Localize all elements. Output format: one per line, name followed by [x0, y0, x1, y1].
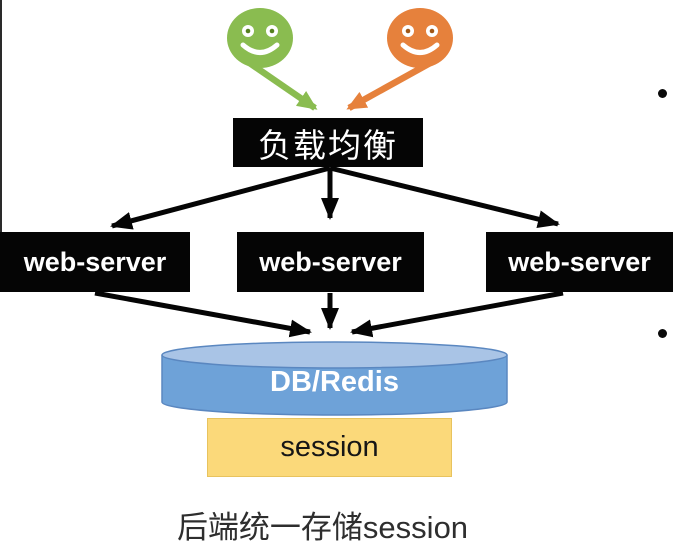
load-balancer-box: 负载均衡 — [233, 118, 423, 167]
left-edge-line — [0, 0, 2, 234]
lb-to-webserver-arrows — [110, 165, 560, 230]
diagram-caption: 后端统一存储session — [176, 509, 469, 545]
web-server-box-1: web-server — [0, 232, 190, 292]
web-server-label: web-server — [23, 246, 167, 277]
green-client-arrow — [246, 59, 318, 111]
orange-client-arrow — [346, 59, 434, 111]
database-cylinder-icon — [161, 341, 508, 416]
bullet-icon — [658, 89, 667, 98]
datastore-label: DB/Redis — [270, 365, 399, 398]
smiley-face-icon — [227, 8, 293, 68]
web-server-label: web-server — [508, 246, 651, 277]
web-server-label: web-server — [259, 246, 402, 277]
smiley-face-icon — [387, 8, 453, 68]
session-store-label: session — [280, 431, 379, 463]
session-store-box: session — [207, 418, 452, 477]
bullet-icon — [658, 329, 667, 338]
webserver-to-db-arrows — [94, 290, 564, 338]
web-server-box-2: web-server — [237, 232, 424, 292]
load-balancer-label: 负载均衡 — [258, 126, 398, 164]
web-server-box-3: web-server — [486, 232, 673, 292]
